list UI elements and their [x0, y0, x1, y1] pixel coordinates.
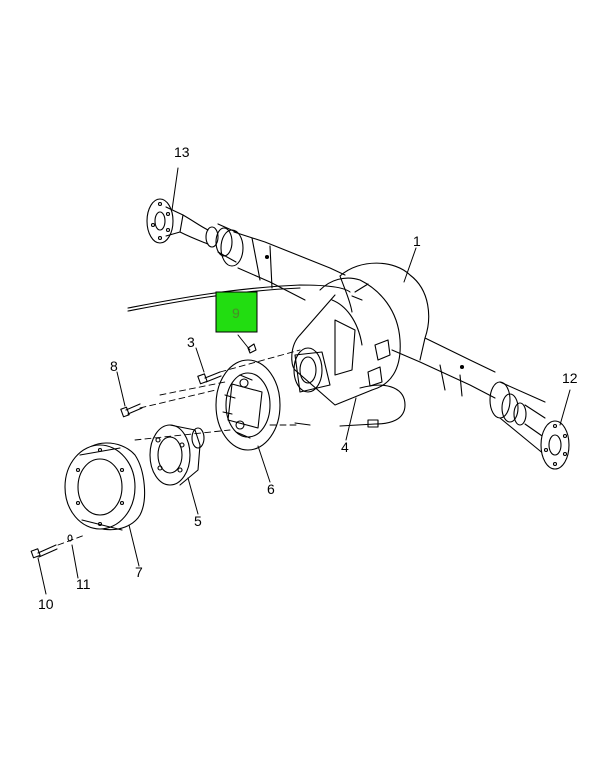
- brake-spider: [293, 347, 331, 393]
- axle-housing: [233, 231, 496, 406]
- bolt-8: [120, 403, 143, 418]
- callout-4[interactable]: 4: [341, 439, 349, 455]
- callout-10[interactable]: 10: [38, 596, 54, 612]
- wheel-hub: [149, 424, 205, 486]
- callout-8[interactable]: 8: [110, 358, 118, 374]
- bolt-10: [30, 544, 58, 559]
- right-axle-flange: [489, 381, 570, 470]
- callout-1[interactable]: 1: [413, 233, 421, 249]
- left-axle-flange: [146, 198, 244, 267]
- callout-11[interactable]: 11: [76, 576, 91, 592]
- brake-backing-plate: [215, 359, 281, 451]
- assembly-lines: [57, 349, 301, 546]
- brake-drum: [64, 442, 146, 531]
- callout-13[interactable]: 13: [174, 144, 190, 160]
- highlight-box[interactable]: [215, 291, 258, 333]
- brake-cable: [127, 283, 406, 428]
- callout-7[interactable]: 7: [135, 564, 143, 580]
- small-fitting-9: [247, 343, 257, 354]
- callout-5[interactable]: 5: [194, 513, 202, 529]
- bolt-3: [197, 371, 222, 385]
- leader-lines: [37, 167, 571, 595]
- callout-3[interactable]: 3: [187, 334, 195, 350]
- callout-9[interactable]: 9: [232, 305, 240, 321]
- callout-6[interactable]: 6: [267, 481, 275, 497]
- callout-12[interactable]: 12: [562, 370, 578, 386]
